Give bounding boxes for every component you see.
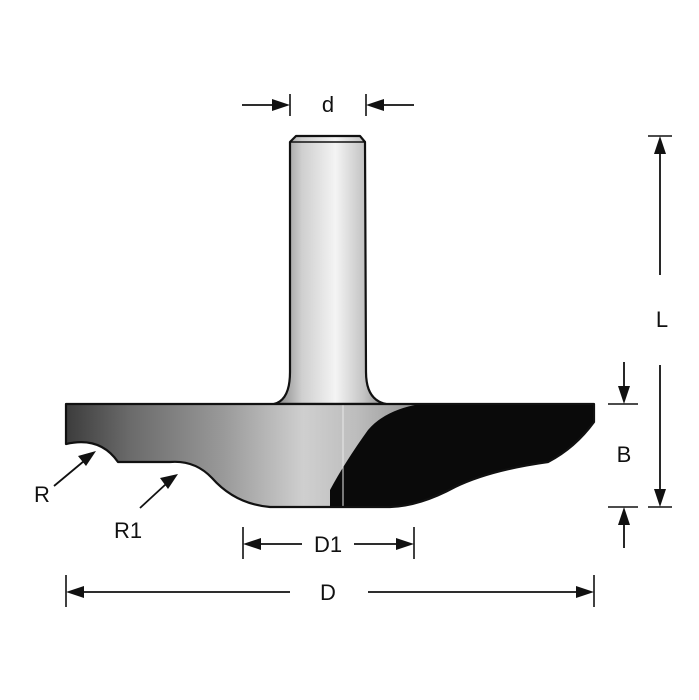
shank xyxy=(272,134,388,406)
label-l: L xyxy=(656,307,668,332)
arrow-head-up xyxy=(654,136,666,154)
arrow-head-right xyxy=(576,586,594,598)
label-r1: R1 xyxy=(114,518,142,543)
callout-r1: R1 xyxy=(114,474,178,543)
callout-r: R xyxy=(34,451,96,507)
dimension-d: d xyxy=(242,92,414,117)
arrow-head xyxy=(78,451,96,466)
dimension-l: L xyxy=(648,135,672,508)
arrow-head xyxy=(160,474,178,489)
arrow-head-down xyxy=(654,489,666,507)
arrow-head-left xyxy=(243,538,261,550)
arrow-head-left xyxy=(66,586,84,598)
leader-line xyxy=(53,460,85,487)
arrow-head-right-pointing xyxy=(272,99,290,111)
dimension-d1: D1 xyxy=(242,527,415,559)
arrow-head-down xyxy=(618,386,630,404)
label-d: d xyxy=(322,92,334,117)
arrow-head-up xyxy=(618,507,630,525)
label-d1: D1 xyxy=(314,532,342,557)
cutter-profile-outline xyxy=(64,402,596,509)
label-b: B xyxy=(617,442,632,467)
label-d-large: D xyxy=(320,580,336,605)
dimension-b: B xyxy=(608,362,638,548)
shank-body xyxy=(272,134,388,406)
cutter-body xyxy=(64,402,596,509)
label-r: R xyxy=(34,482,50,507)
arrow-head-left-pointing xyxy=(366,99,384,111)
leader-line xyxy=(139,483,167,509)
arrow-head-right xyxy=(396,538,414,550)
dimension-d-large: D xyxy=(65,575,595,607)
